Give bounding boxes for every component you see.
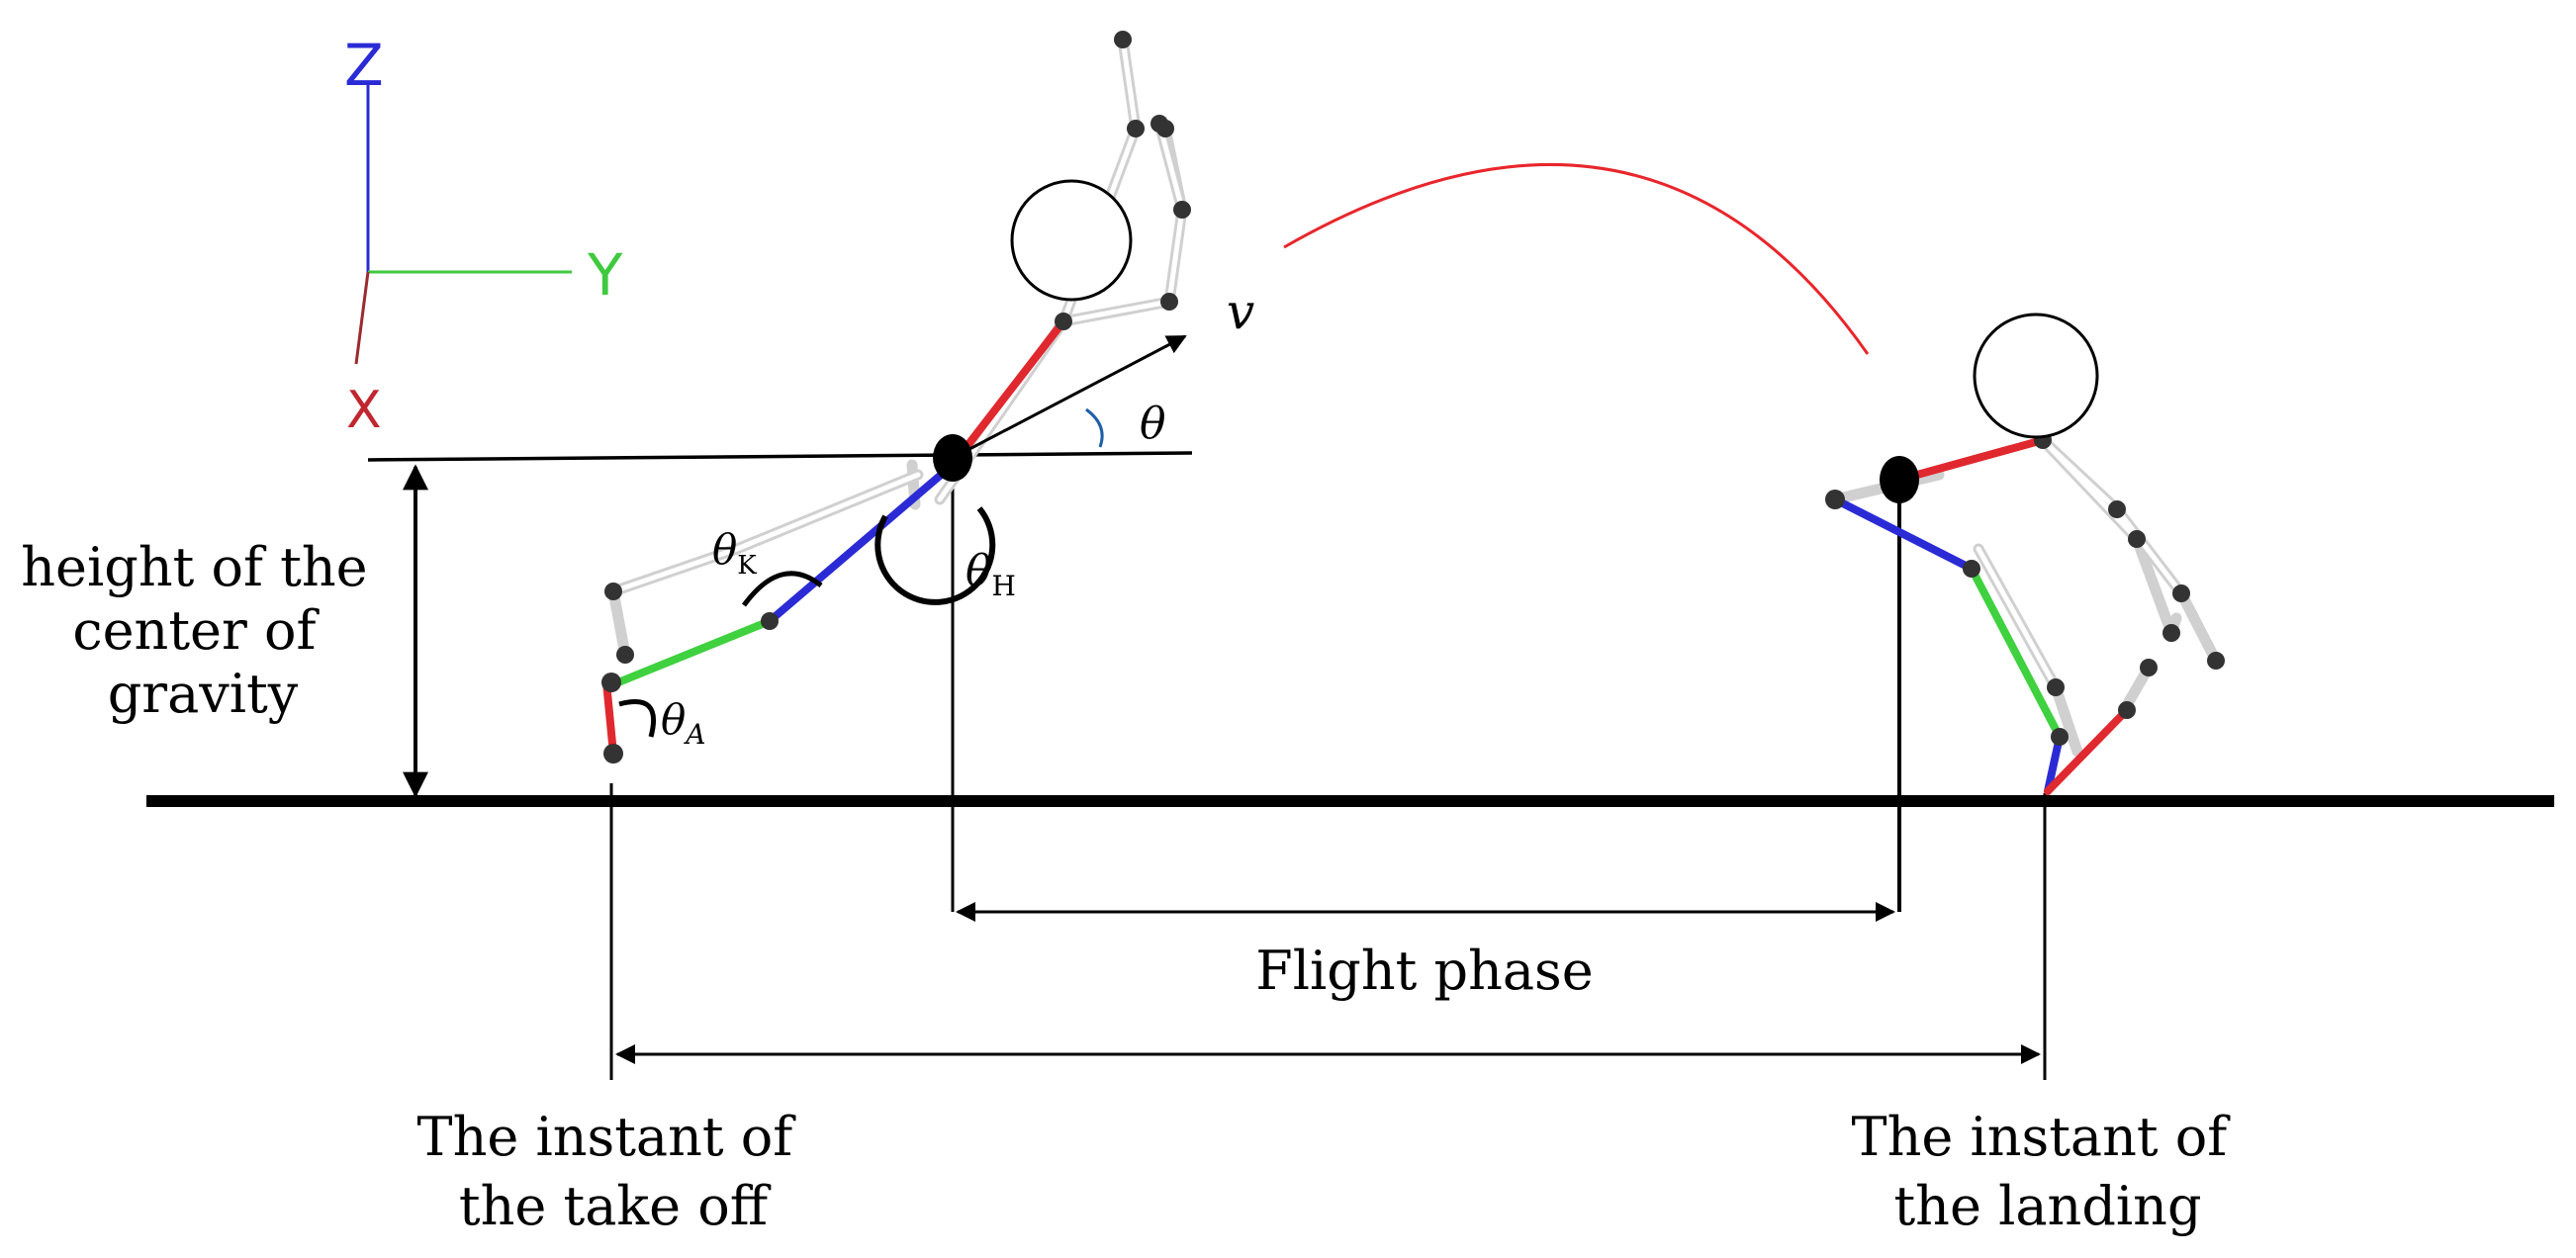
flight-trajectory: [1283, 162, 1870, 355]
ankle-angle-arc: [618, 698, 657, 738]
takeoff-figure: [601, 31, 1191, 764]
landing-center-of-gravity: [1880, 456, 1919, 503]
velocity-vector: [952, 334, 1187, 460]
landing-skeleton-inner: [1976, 437, 2184, 690]
takeoff-joints: [601, 31, 1191, 764]
knee-angle-arc: [741, 571, 823, 607]
coordinate-axes: Z Y X: [344, 32, 623, 440]
takeoff-head: [1010, 179, 1133, 302]
landing-caption-line-1: The instant of: [1852, 1106, 2232, 1168]
landing-figure: [1825, 313, 2225, 795]
flight-phase-label: Flight phase: [1255, 940, 1593, 1002]
takeoff-thigh: [766, 461, 957, 625]
knee-angle-label: θK: [712, 525, 757, 581]
takeoff-angle-arc: [1085, 407, 1104, 448]
landing-caption-line-2: the landing: [1893, 1175, 2201, 1237]
landing-thigh: [1831, 495, 1976, 573]
takeoff-foot: [602, 678, 617, 758]
hip-angle-arc: [874, 506, 996, 605]
cog-height-line-3: gravity: [108, 663, 299, 725]
takeoff-caption: The instant of the take off: [417, 1106, 810, 1237]
y-axis-label: Y: [587, 241, 623, 309]
cog-reference-line: [367, 451, 1193, 462]
landing-foot: [2044, 706, 2131, 795]
x-axis: [354, 271, 370, 365]
landing-head: [1973, 313, 2099, 439]
landing-shank: [1968, 565, 2064, 741]
cog-height-line-1: height of the: [21, 536, 367, 598]
takeoff-shank: [614, 617, 774, 686]
ankle-angle-label: θA: [661, 695, 706, 751]
hip-angle-label: θH: [966, 546, 1016, 602]
x-axis-label: X: [346, 381, 382, 440]
landing-trunk: [1895, 436, 2047, 484]
velocity-label: v: [1227, 283, 1254, 340]
cog-height-label: height of the center of gravity: [21, 536, 385, 725]
landing-foot-front: [2044, 733, 2064, 795]
landing-caption: The instant of the landing: [1852, 1106, 2245, 1237]
takeoff-caption-line-1: The instant of: [417, 1106, 797, 1168]
takeoff-trunk: [949, 317, 1067, 469]
cog-height-line-2: center of: [72, 599, 320, 662]
theta-label: θ: [1140, 399, 1166, 449]
takeoff-caption-line-2: the take off: [459, 1175, 772, 1237]
z-axis-label: Z: [344, 32, 384, 99]
